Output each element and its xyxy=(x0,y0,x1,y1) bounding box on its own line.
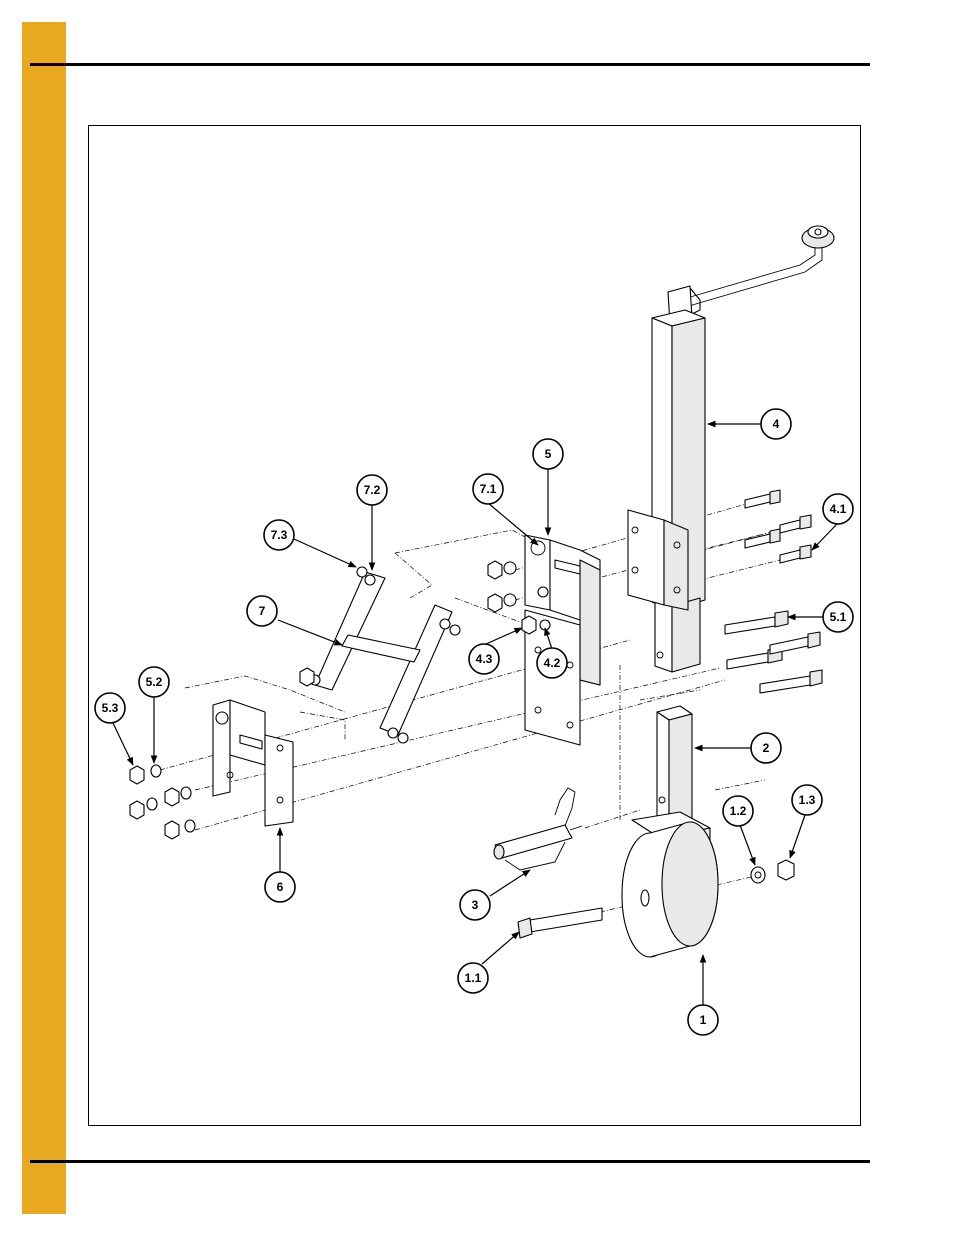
bolts-5-1 xyxy=(724,610,823,694)
svg-text:4.2: 4.2 xyxy=(544,656,561,670)
callout-4-2: 4.2 xyxy=(536,647,568,679)
bracket-5 xyxy=(487,534,601,746)
axle-washer-nut xyxy=(750,859,795,884)
svg-text:5.1: 5.1 xyxy=(830,610,847,624)
svg-text:4.1: 4.1 xyxy=(830,502,847,516)
callout-7-1: 7.1 xyxy=(472,473,504,505)
callout-7-2: 7.2 xyxy=(356,474,388,506)
callout-4-1: 4.1 xyxy=(822,493,854,525)
callout-4-3: 4.3 xyxy=(468,643,500,675)
side-bar xyxy=(22,22,66,1214)
svg-text:7: 7 xyxy=(259,604,266,618)
callout-1-3: 1.3 xyxy=(791,784,823,816)
nuts-washers-5 xyxy=(129,764,196,840)
axle-bolt xyxy=(517,907,603,939)
leader-lines xyxy=(112,420,838,1005)
callout-4: 4 xyxy=(760,408,792,440)
svg-text:6: 6 xyxy=(277,880,284,894)
svg-text:5: 5 xyxy=(545,447,552,461)
callout-1-2: 1.2 xyxy=(722,795,754,827)
svg-text:7.2: 7.2 xyxy=(364,483,381,497)
svg-text:4: 4 xyxy=(773,417,780,431)
callout-7: 7 xyxy=(246,595,278,627)
bracket-6 xyxy=(212,699,294,827)
svg-text:3: 3 xyxy=(472,898,479,912)
header-rule xyxy=(30,63,870,66)
callout-5-2: 5.2 xyxy=(138,666,170,698)
footer-rule xyxy=(30,1160,870,1163)
svg-text:4.3: 4.3 xyxy=(476,652,493,666)
svg-text:5.2: 5.2 xyxy=(146,675,163,689)
arm-7 xyxy=(299,566,461,744)
callout-5-1: 5.1 xyxy=(822,601,854,633)
jack-mount-plate xyxy=(627,509,689,611)
callout-5-3: 5.3 xyxy=(94,692,126,724)
callout-1: 1 xyxy=(687,1004,719,1036)
svg-text:2: 2 xyxy=(763,741,770,755)
callout-7-3: 7.3 xyxy=(263,519,295,551)
callout-1-1: 1.1 xyxy=(457,962,489,994)
svg-text:7.1: 7.1 xyxy=(480,482,497,496)
wheel xyxy=(621,821,719,958)
bolts-4-1 xyxy=(744,489,812,564)
callout-6: 6 xyxy=(264,871,296,903)
callout-5: 5 xyxy=(532,438,564,470)
callout-3: 3 xyxy=(459,889,491,921)
svg-text:1.2: 1.2 xyxy=(730,804,747,818)
svg-text:1.1: 1.1 xyxy=(465,971,482,985)
svg-text:5.3: 5.3 xyxy=(102,701,119,715)
callout-2: 2 xyxy=(750,732,782,764)
diagram-frame xyxy=(88,125,861,1126)
svg-text:1.3: 1.3 xyxy=(799,793,816,807)
svg-text:1: 1 xyxy=(700,1013,707,1027)
svg-text:7.3: 7.3 xyxy=(271,528,288,542)
lock-pin xyxy=(493,787,583,871)
